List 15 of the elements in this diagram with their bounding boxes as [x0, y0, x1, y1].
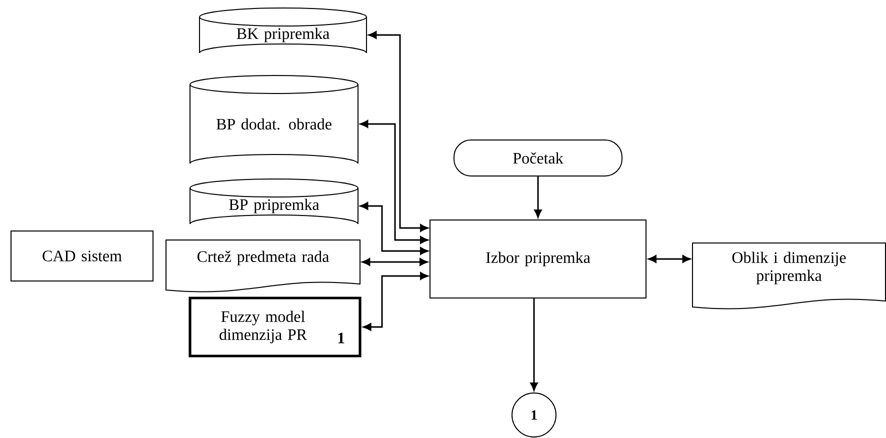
arrow: [360, 120, 428, 244]
system-box: CAD sistem: [10, 230, 154, 282]
arrow: [368, 31, 428, 232]
arrow: [648, 255, 690, 263]
arrow: [363, 272, 428, 331]
database-cylinder: BP pripremka: [190, 178, 358, 224]
model-box: Fuzzy model dimenzija PR 1: [188, 296, 362, 358]
database-cylinder: BK pripremka: [199, 8, 367, 54]
start-terminal: Početak: [454, 140, 622, 176]
arrow: [530, 298, 538, 391]
arrow: [534, 176, 542, 218]
arrow: [362, 258, 428, 266]
database-cylinder: BP dodat. obrade: [190, 75, 358, 164]
arrow: [360, 202, 428, 255]
process-box: Izbor pripremka: [430, 220, 646, 298]
